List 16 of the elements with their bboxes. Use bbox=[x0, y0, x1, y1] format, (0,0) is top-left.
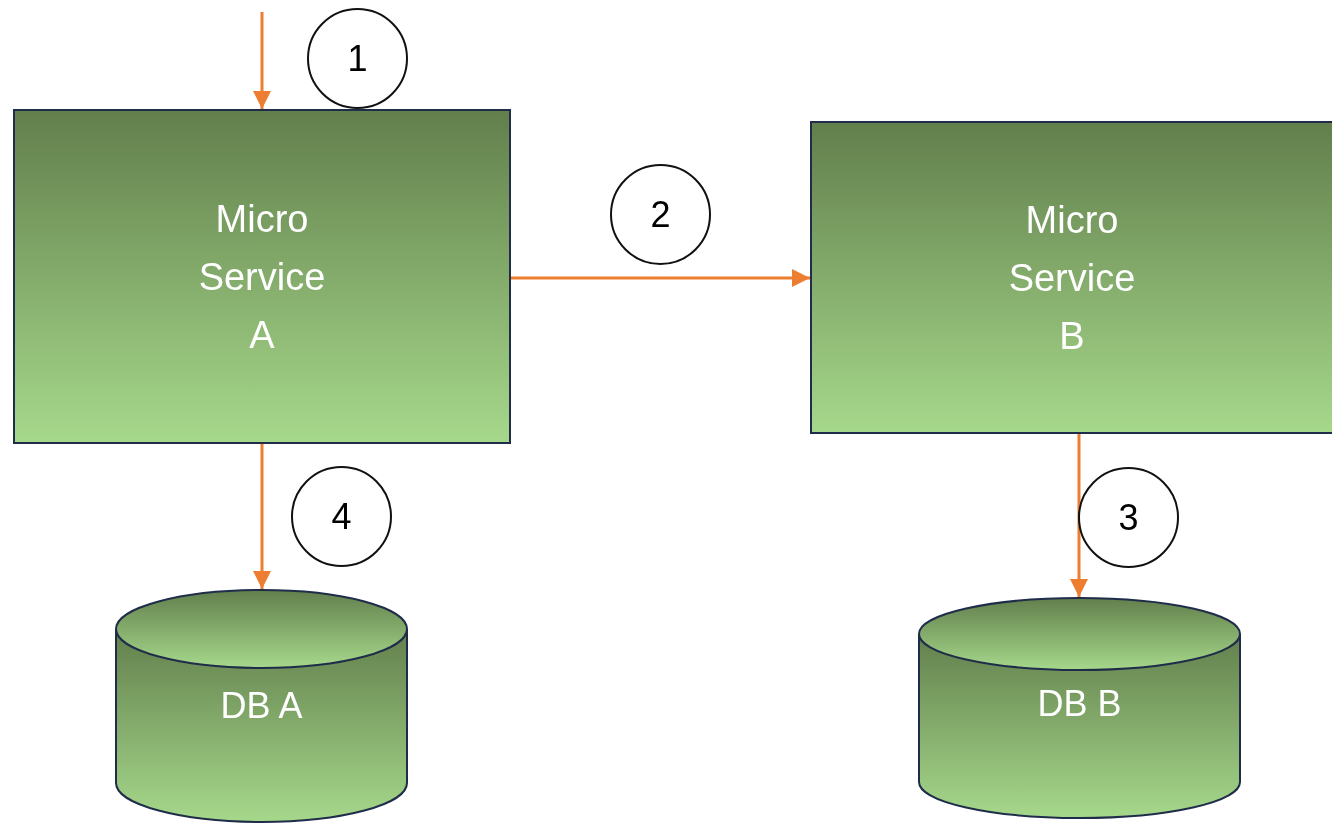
step-number: 1 bbox=[347, 37, 368, 80]
arrow bbox=[511, 269, 810, 287]
service-label: Micro Service A bbox=[197, 196, 327, 358]
arrow bbox=[1070, 434, 1088, 597]
database-cylinder bbox=[918, 597, 1241, 819]
database-cylinder bbox=[115, 589, 408, 823]
service-label: Micro Service B bbox=[1007, 197, 1137, 359]
database-label: DB A bbox=[219, 685, 304, 727]
service-box bbox=[810, 121, 1332, 434]
arrow bbox=[253, 12, 271, 109]
step-number: 2 bbox=[650, 193, 671, 236]
service-box bbox=[13, 109, 511, 444]
step-number: 3 bbox=[1118, 496, 1139, 539]
step-number: 4 bbox=[331, 495, 352, 538]
arrow bbox=[253, 444, 271, 589]
database-label: DB B bbox=[1036, 683, 1123, 725]
